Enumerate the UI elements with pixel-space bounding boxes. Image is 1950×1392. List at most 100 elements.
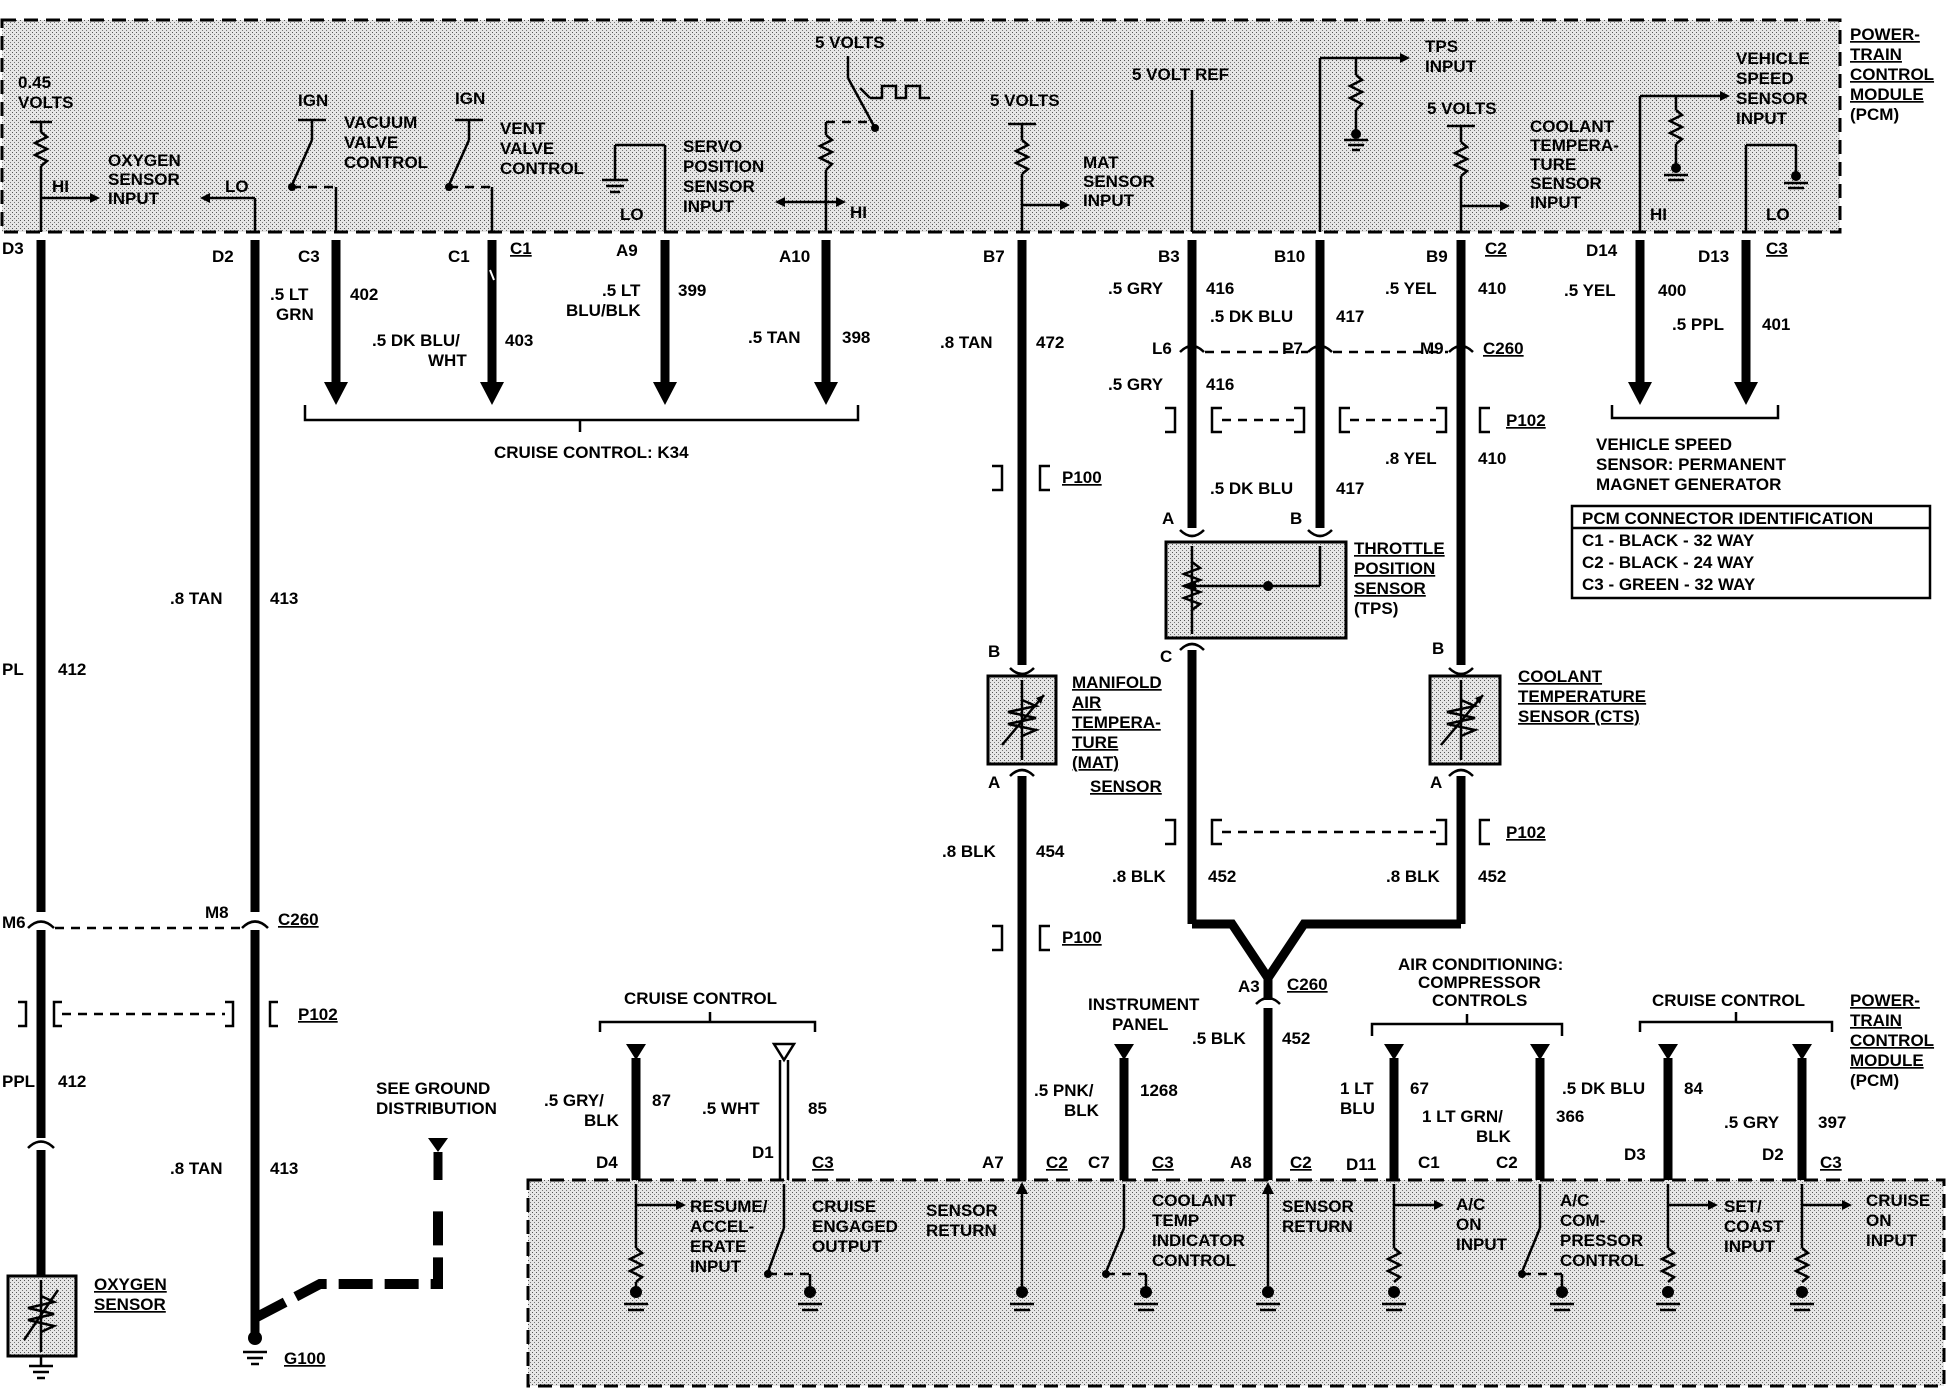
svg-text:INPUT: INPUT [1866, 1231, 1918, 1250]
svg-text:ON: ON [1456, 1215, 1482, 1234]
svg-text:413: 413 [270, 1159, 298, 1178]
svg-text:OXYGEN: OXYGEN [94, 1275, 167, 1294]
pcm-module-bottom [526, 1178, 1946, 1388]
svg-text:CONTROL: CONTROL [1850, 1031, 1934, 1050]
svg-text:D2: D2 [212, 247, 234, 266]
svg-text:.5 DK BLU: .5 DK BLU [1562, 1079, 1645, 1098]
bottom-terminal-labels: D4 D1 C3 A7 C2 C7 C3 A8 C2 D11 C1 C2 D3 … [596, 1143, 1842, 1174]
svg-text:SET/: SET/ [1724, 1197, 1762, 1216]
svg-text:SENSOR (CTS): SENSOR (CTS) [1518, 707, 1640, 726]
ac-on-circuit: A/C ON INPUT [1382, 1184, 1508, 1312]
svg-text:POWER-: POWER- [1850, 25, 1920, 44]
svg-text:VACUUM: VACUUM [344, 113, 417, 132]
svg-text:C3: C3 [1820, 1153, 1842, 1172]
svg-text:472: 472 [1036, 333, 1064, 352]
tps-input-circuit: TPS INPUT [1318, 37, 1477, 232]
svg-text:INPUT: INPUT [1083, 191, 1135, 210]
svg-text:CONTROL: CONTROL [500, 159, 584, 178]
svg-text:5 VOLT REF: 5 VOLT REF [1132, 65, 1229, 84]
wire-416: .5 GRY 416 .5 GRY 416 L6 A [1108, 240, 1234, 528]
svg-text:PANEL: PANEL [1112, 1015, 1168, 1034]
svg-text:D11: D11 [1346, 1155, 1376, 1174]
wire-85: .5 WHT 85 [702, 1042, 827, 1180]
servo-position-circuit: LO SERVO POSITION SENSOR INPUT [602, 137, 764, 232]
svg-text:.5 BLK: .5 BLK [1192, 1029, 1247, 1048]
svg-text:L6: L6 [1152, 339, 1172, 358]
svg-text:C3: C3 [812, 1153, 834, 1172]
svg-text:.8 BLK: .8 BLK [942, 842, 997, 861]
svg-text:INPUT: INPUT [690, 1257, 742, 1276]
svg-text:.5 GRY: .5 GRY [1108, 279, 1164, 298]
svg-text:SENSOR: SENSOR [1354, 579, 1426, 598]
svg-text:(MAT): (MAT) [1072, 753, 1119, 772]
svg-text:C2 - BLACK - 24 WAY: C2 - BLACK - 24 WAY [1582, 553, 1755, 572]
svg-text:CONTROL: CONTROL [1152, 1251, 1236, 1270]
svg-text:B9: B9 [1426, 247, 1448, 266]
wire-400: .5 YEL 400 [1564, 240, 1686, 405]
svg-text:COOLANT: COOLANT [1530, 117, 1615, 136]
svg-text:PPL: PPL [2, 1072, 35, 1091]
svg-text:C2: C2 [1290, 1153, 1312, 1172]
mat-sensor: MANIFOLD AIR TEMPERA- TURE (MAT) SENSOR [986, 673, 1162, 796]
p102-cts: P102 [1165, 818, 1546, 846]
svg-text:COOLANT: COOLANT [1518, 667, 1603, 686]
mat-input-circuit: 5 VOLTS MAT SENSOR INPUT [990, 91, 1155, 232]
pcm-module-top [0, 18, 1842, 234]
svg-text:403: 403 [505, 331, 533, 350]
svg-text:VENT: VENT [500, 119, 546, 138]
wire-397: .5 GRY 397 [1724, 1044, 1846, 1180]
svg-text:RETURN: RETURN [926, 1221, 997, 1240]
svg-text:A: A [988, 773, 1000, 792]
svg-text:452: 452 [1282, 1029, 1310, 1048]
svg-text:CRUISE: CRUISE [1866, 1191, 1930, 1210]
svg-text:PRESSOR: PRESSOR [1560, 1231, 1643, 1250]
svg-text:CONTROL: CONTROL [1560, 1251, 1644, 1270]
svg-text:87: 87 [652, 1091, 671, 1110]
svg-text:413: 413 [270, 589, 298, 608]
svg-text:D13: D13 [1698, 247, 1729, 266]
svg-text:CONTROLS: CONTROLS [1432, 991, 1527, 1010]
pcm-label-top: POWER- TRAIN CONTROL MODULE (PCM) [1850, 25, 1934, 124]
sensor-return-a8: SENSOR RETURN [1256, 1182, 1354, 1312]
svg-text:P102: P102 [298, 1005, 338, 1024]
svg-text:VOLTS: VOLTS [18, 93, 73, 112]
svg-text:D2: D2 [1762, 1145, 1784, 1164]
svg-text:416: 416 [1206, 375, 1234, 394]
wire-412: PL 412 PPL 412 M6 [2, 240, 86, 1280]
svg-text:PCM CONNECTOR IDENTIFICATION: PCM CONNECTOR IDENTIFICATION [1582, 509, 1873, 528]
svg-text:BLK: BLK [1064, 1101, 1100, 1120]
svg-text:67: 67 [1410, 1079, 1429, 1098]
svg-text:CRUISE CONTROL: CRUISE CONTROL [624, 989, 777, 1008]
svg-text:A3: A3 [1238, 977, 1260, 996]
svg-text:LO: LO [1766, 205, 1790, 224]
svg-text:C260: C260 [1287, 975, 1328, 994]
svg-text:.5 DK BLU: .5 DK BLU [1210, 479, 1293, 498]
svg-text:398: 398 [842, 328, 870, 347]
svg-text:SENSOR: SENSOR [683, 177, 755, 196]
vss-input-circuit: HI LO VEHICLE SPEED SENSOR INPUT [1638, 49, 1810, 232]
svg-text:.5 TAN: .5 TAN [748, 328, 801, 347]
svg-text:SENSOR: SENSOR [926, 1201, 998, 1220]
vss-note: VEHICLE SPEED SENSOR: PERMANENT MAGNET G… [1596, 435, 1786, 494]
svg-text:SERVO: SERVO [683, 137, 742, 156]
wire-366: 1 LT GRN/ BLK 366 [1422, 1044, 1584, 1180]
svg-text:POSITION: POSITION [1354, 559, 1435, 578]
svg-text:THROTTLE: THROTTLE [1354, 539, 1445, 558]
svg-text:MODULE: MODULE [1850, 1051, 1924, 1070]
svg-text:M8: M8 [205, 903, 229, 922]
svg-text:.5 DK BLU: .5 DK BLU [1210, 307, 1293, 326]
o2-input-circuit: 0.45 VOLTS HI OXYGEN SENSOR INPUT [18, 73, 181, 232]
svg-text:C260: C260 [278, 910, 319, 929]
svg-text:454: 454 [1036, 842, 1065, 861]
wire-1268: .5 PNK/ BLK 1268 [1034, 1044, 1178, 1180]
svg-text:D1: D1 [752, 1143, 774, 1162]
ac-compressor-circuit: A/C COM- PRESSOR CONTROL [1518, 1184, 1644, 1312]
svg-text:SENSOR: SENSOR [1090, 777, 1162, 796]
five-volt-ref: 5 VOLT REF [1132, 65, 1229, 232]
svg-text:P100: P100 [1062, 928, 1102, 947]
svg-text:452: 452 [1208, 867, 1236, 886]
svg-text:SEE GROUND: SEE GROUND [376, 1079, 490, 1098]
svg-text:SENSOR: SENSOR [94, 1295, 166, 1314]
svg-text:MODULE: MODULE [1850, 85, 1924, 104]
